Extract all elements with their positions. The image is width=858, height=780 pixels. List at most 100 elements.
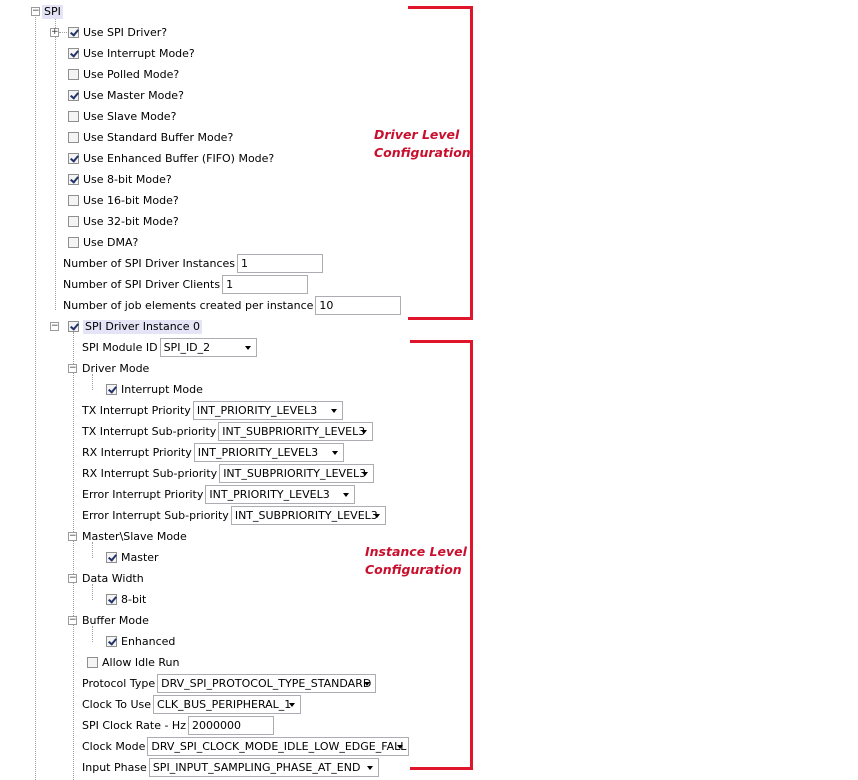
checkbox[interactable] [68, 321, 79, 332]
driver-mode-node[interactable]: Driver Mode [82, 358, 149, 379]
chevron-down-icon [361, 430, 368, 434]
checkbox[interactable] [68, 27, 79, 38]
interrupt-mode-option[interactable]: Interrupt Mode [106, 379, 203, 400]
checkbox[interactable] [106, 384, 117, 395]
option-use-32bit-mode[interactable]: Use 32-bit Mode? [68, 211, 179, 232]
group-label: Master\Slave Mode [82, 529, 187, 543]
group-label: Data Width [82, 571, 144, 585]
checkbox[interactable] [68, 69, 79, 80]
checkbox[interactable] [106, 552, 117, 563]
option-label: Use Standard Buffer Mode? [83, 130, 234, 144]
driver-instances-input[interactable]: 1 [237, 254, 324, 273]
chevron-down-icon [289, 703, 296, 707]
input-phase-row: Input Phase SPI_INPUT_SAMPLING_PHASE_AT_… [82, 757, 379, 778]
tx-priority-dropdown[interactable]: INT_PRIORITY_LEVEL3 [192, 401, 343, 420]
collapse-icon[interactable]: − [50, 321, 59, 331]
group-label: Driver Mode [82, 361, 150, 375]
field-label: SPI Clock Rate - Hz [82, 718, 186, 732]
driver-instances-row: Number of SPI Driver Instances 1 [63, 253, 324, 274]
instance-0-node[interactable]: SPI Driver Instance 0 [68, 316, 202, 337]
field-label: TX Interrupt Priority [82, 403, 191, 417]
protocol-type-dropdown[interactable]: DRV_SPI_PROTOCOL_TYPE_STANDARD [157, 674, 377, 693]
enhanced-option[interactable]: Enhanced [106, 631, 175, 652]
rx-priority-dropdown[interactable]: INT_PRIORITY_LEVEL3 [193, 443, 344, 462]
checkbox[interactable] [106, 594, 117, 605]
checkbox[interactable] [68, 216, 79, 227]
option-use-enhanced-buffer-mode[interactable]: Use Enhanced Buffer (FIFO) Mode? [68, 148, 274, 169]
module-id-dropdown[interactable]: SPI_ID_2 [159, 338, 257, 357]
tree-node-spi[interactable]: SPI [42, 1, 63, 22]
8bit-option[interactable]: 8-bit [106, 589, 146, 610]
field-label: RX Interrupt Priority [82, 445, 192, 459]
buffer-mode-node[interactable]: Buffer Mode [82, 610, 149, 631]
instance-level-bracket [410, 340, 473, 770]
driver-level-annotation: Driver Level Configuration [374, 126, 471, 162]
option-label: Use Master Mode? [83, 88, 184, 102]
checkbox[interactable] [68, 174, 79, 185]
checkbox[interactable] [68, 195, 79, 206]
data-width-node[interactable]: Data Width [82, 568, 144, 589]
checkbox[interactable] [68, 153, 79, 164]
dropdown-value: SPI_ID_2 [163, 341, 211, 354]
option-label: Use 8-bit Mode? [83, 172, 172, 186]
job-elements-input[interactable]: 10 [315, 296, 402, 315]
err-priority-dropdown[interactable]: INT_PRIORITY_LEVEL3 [205, 485, 356, 504]
option-use-8bit-mode[interactable]: Use 8-bit Mode? [68, 169, 172, 190]
collapse-icon[interactable]: − [68, 363, 77, 373]
chevron-down-icon [330, 409, 337, 413]
driver-clients-input[interactable]: 1 [222, 275, 309, 294]
collapse-icon[interactable]: − [68, 573, 77, 583]
clock-mode-dropdown[interactable]: DRV_SPI_CLOCK_MODE_IDLE_LOW_EDGE_FALL [147, 737, 410, 756]
dropdown-value: DRV_SPI_PROTOCOL_TYPE_STANDARD [161, 677, 372, 690]
option-use-interrupt-mode[interactable]: Use Interrupt Mode? [68, 43, 195, 64]
use-spi-driver-option[interactable]: Use SPI Driver? [68, 22, 167, 43]
chevron-down-icon [366, 766, 373, 770]
collapse-icon[interactable]: − [68, 531, 77, 541]
option-use-16bit-mode[interactable]: Use 16-bit Mode? [68, 190, 179, 211]
tree-line-master-slave [92, 542, 93, 558]
tx-subpriority-row: TX Interrupt Sub-priority INT_SUBPRIORIT… [82, 421, 374, 442]
field-label: Clock Mode [82, 739, 146, 753]
dropdown-value: INT_PRIORITY_LEVEL3 [196, 404, 318, 417]
input-phase-dropdown[interactable]: SPI_INPUT_SAMPLING_PHASE_AT_END [148, 758, 379, 777]
collapse-icon[interactable]: − [31, 6, 40, 16]
driver-level-bracket [408, 6, 473, 320]
chevron-down-icon [343, 493, 350, 497]
chevron-down-icon [373, 514, 380, 518]
protocol-type-row: Protocol Type DRV_SPI_PROTOCOL_TYPE_STAN… [82, 673, 377, 694]
err-subpriority-row: Error Interrupt Sub-priority INT_SUBPRIO… [82, 505, 386, 526]
clock-rate-input[interactable]: 2000000 [187, 716, 274, 735]
collapse-icon[interactable]: − [68, 615, 77, 625]
field-label: SPI Module ID [82, 340, 158, 354]
option-use-polled-mode[interactable]: Use Polled Mode? [68, 64, 179, 85]
checkbox[interactable] [68, 90, 79, 101]
clock-to-use-row: Clock To Use CLK_BUS_PERIPHERAL_1 [82, 694, 302, 715]
option-use-slave-mode[interactable]: Use Slave Mode? [68, 106, 176, 127]
module-id-row: SPI Module ID SPI_ID_2 [82, 337, 257, 358]
option-use-master-mode[interactable]: Use Master Mode? [68, 85, 184, 106]
option-use-standard-buffer-mode[interactable]: Use Standard Buffer Mode? [68, 127, 233, 148]
rx-priority-row: RX Interrupt Priority INT_PRIORITY_LEVEL… [82, 442, 344, 463]
tx-subpriority-dropdown[interactable]: INT_SUBPRIORITY_LEVEL3 [218, 422, 374, 441]
master-slave-node[interactable]: Master\Slave Mode [82, 526, 187, 547]
err-subpriority-dropdown[interactable]: INT_SUBPRIORITY_LEVEL3 [230, 506, 386, 525]
field-label: Number of SPI Driver Instances [63, 256, 236, 270]
rx-subpriority-dropdown[interactable]: INT_SUBPRIORITY_LEVEL3 [219, 464, 375, 483]
checkbox[interactable] [68, 132, 79, 143]
clock-to-use-dropdown[interactable]: CLK_BUS_PERIPHERAL_1 [153, 695, 302, 714]
checkbox[interactable] [68, 48, 79, 59]
checkbox[interactable] [68, 237, 79, 248]
chevron-down-icon [362, 472, 369, 476]
checkbox[interactable] [87, 657, 98, 668]
option-label: Use Polled Mode? [83, 67, 180, 81]
driver-clients-row: Number of SPI Driver Clients 1 [63, 274, 309, 295]
option-use-dma[interactable]: Use DMA? [68, 232, 138, 253]
expand-icon[interactable]: + [50, 27, 59, 37]
node-label: SPI [42, 4, 63, 19]
checkbox[interactable] [106, 636, 117, 647]
allow-idle-run-option[interactable]: Allow Idle Run [87, 652, 180, 673]
field-label: TX Interrupt Sub-priority [82, 424, 217, 438]
option-label: Enhanced [121, 634, 176, 648]
master-option[interactable]: Master [106, 547, 159, 568]
checkbox[interactable] [68, 111, 79, 122]
